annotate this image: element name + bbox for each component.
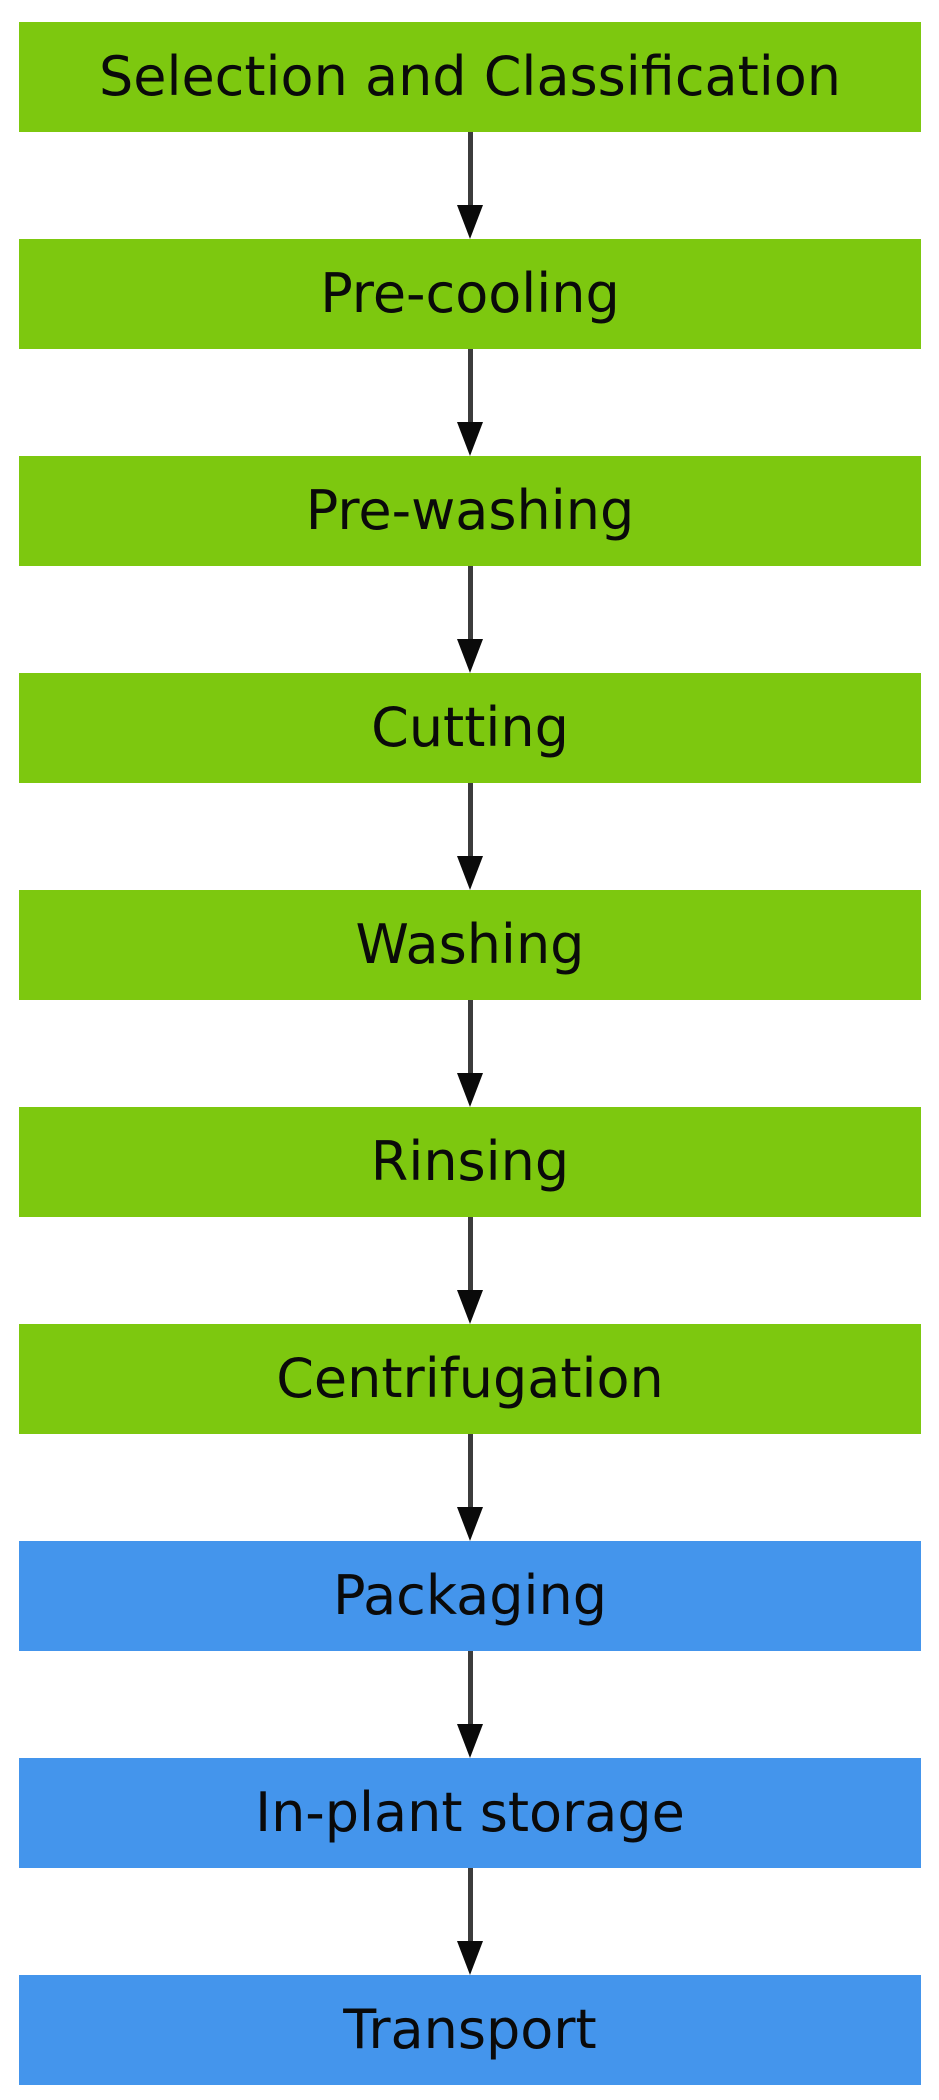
connector-7 bbox=[0, 1434, 939, 1541]
flow-step-pre-cooling: Pre-cooling bbox=[19, 239, 921, 349]
flow-step-rinsing: Rinsing bbox=[19, 1107, 921, 1217]
flow-step-label: Washing bbox=[355, 913, 585, 976]
down-arrow-icon bbox=[456, 783, 483, 890]
connector-3 bbox=[0, 566, 939, 673]
connector-4 bbox=[0, 783, 939, 890]
flow-step-transport: Transport bbox=[19, 1975, 921, 2085]
connector-2 bbox=[0, 349, 939, 456]
down-arrow-icon bbox=[456, 1000, 483, 1107]
flow-step-label: Cutting bbox=[371, 696, 569, 759]
flow-step-label: Pre-cooling bbox=[320, 262, 620, 325]
flow-step-packaging: Packaging bbox=[19, 1541, 921, 1651]
flow-step-centrifugation: Centrifugation bbox=[19, 1324, 921, 1434]
connector-8 bbox=[0, 1651, 939, 1758]
flow-step-in-plant-storage: In-plant storage bbox=[19, 1758, 921, 1868]
flow-step-label: Packaging bbox=[332, 1564, 608, 1627]
flow-step-label: Transport bbox=[343, 1998, 597, 2061]
flow-step-washing: Washing bbox=[19, 890, 921, 1000]
flow-step-pre-washing: Pre-washing bbox=[19, 456, 921, 566]
flow-step-label: Pre-washing bbox=[305, 479, 635, 542]
down-arrow-icon bbox=[456, 349, 483, 456]
down-arrow-icon bbox=[456, 1217, 483, 1324]
flow-step-cutting: Cutting bbox=[19, 673, 921, 783]
connector-6 bbox=[0, 1217, 939, 1324]
flow-step-selection-and-classification: Selection and Classification bbox=[19, 22, 921, 132]
flow-step-label: In-plant storage bbox=[255, 1781, 685, 1844]
connector-1 bbox=[0, 132, 939, 239]
flow-step-label: Rinsing bbox=[370, 1130, 570, 1193]
down-arrow-icon bbox=[456, 1434, 483, 1541]
flow-step-label: Selection and Classification bbox=[98, 45, 842, 108]
flow-step-label: Centrifugation bbox=[276, 1347, 664, 1410]
down-arrow-icon bbox=[456, 1868, 483, 1975]
down-arrow-icon bbox=[456, 1651, 483, 1758]
down-arrow-icon bbox=[456, 566, 483, 673]
connector-5 bbox=[0, 1000, 939, 1107]
connector-9 bbox=[0, 1868, 939, 1975]
down-arrow-icon bbox=[456, 132, 483, 239]
